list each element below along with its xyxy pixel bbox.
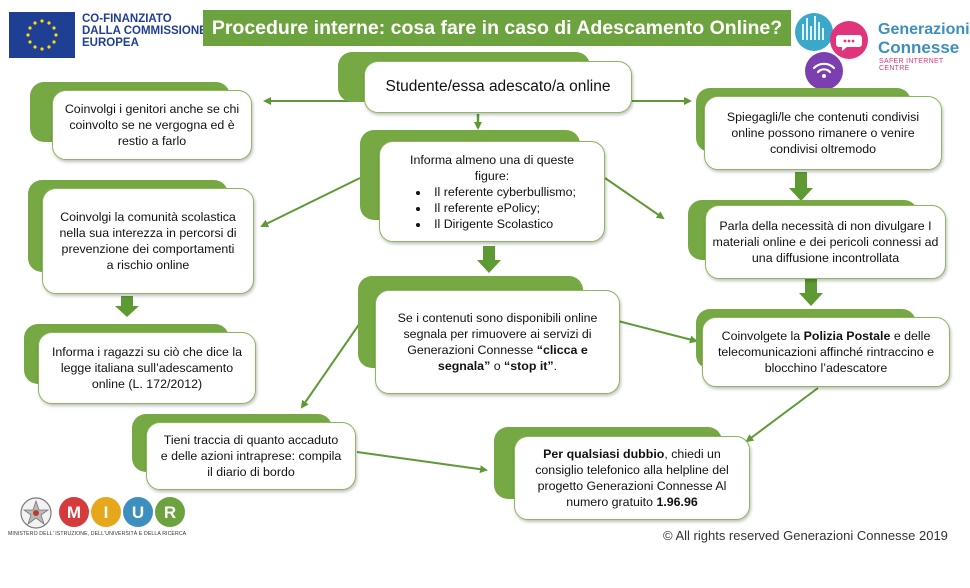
box-explain-sharing-text: Spiegagli/le che contenuti condivisi onl… (704, 96, 942, 170)
block-arrow-community-to-law (115, 296, 139, 317)
box-inform-law: Informa i ragazzi su ciò che dice la leg… (24, 324, 258, 406)
miur-circle-u (123, 497, 153, 527)
miur-logo: M I U R (20, 497, 185, 529)
box-inform-law-text: Informa i ragazzi su ciò che dice la leg… (38, 332, 256, 404)
box-report-content-text: Se i contenuti sono disponibili online s… (375, 290, 620, 394)
box-student-groomed: Studente/essa adescato/a online (338, 52, 638, 114)
eu-line-2: DALLA COMMISSIONE (82, 25, 207, 37)
box-report-content: Se i contenuti sono disponibili online s… (358, 276, 621, 395)
report-text-e: . (553, 359, 558, 373)
generazioni-connesse-logo (795, 13, 868, 90)
inform-intro-text: Informa almeno una di queste figure: (410, 152, 574, 183)
arrow-track-to-helpline (356, 451, 488, 474)
list-item: Il Dirigente Scolastico (430, 216, 576, 232)
miur-letter-r: R (164, 503, 176, 522)
box-involve-community-text: Coinvolgi la comunità scolastica nella s… (42, 188, 254, 294)
miur-caption: MINISTERO DELL' ISTRUZIONE, DELL'UNIVERS… (8, 531, 187, 537)
arrow-to-community (260, 177, 361, 227)
gc-logo-text-3: SAFER INTERNET CENTRE (879, 58, 944, 72)
copyright-notice: © All rights reserved Generazioni Connes… (663, 528, 948, 543)
report-clicca-segnala: “clicca e segnala” (437, 343, 588, 373)
box-involve-parents: Coinvolgi i genitori anche se chi coinvo… (30, 82, 255, 162)
box-track-events-text: Tieni traccia di quanto accaduto e delle… (146, 422, 356, 490)
report-text-c: o (490, 359, 505, 373)
helpline-text-a: Per qualsiasi dubbio (543, 447, 665, 461)
box-involve-community: Coinvolgi la comunità scolastica nella s… (28, 180, 256, 296)
box-helpline: Per qualsiasi dubbio, chiedi un consigli… (494, 427, 752, 521)
arrow-to-talk (604, 177, 665, 220)
republic-emblem-icon (20, 497, 52, 529)
box-helpline-text: Per qualsiasi dubbio, chiedi un consigli… (514, 436, 750, 520)
eu-line-1: CO-FINANZIATO (82, 13, 172, 25)
box-track-events: Tieni traccia di quanto accaduto e delle… (132, 414, 358, 492)
eu-line-3: EUROPEA (82, 37, 139, 49)
police-polizia-postale: Polizia Postale (803, 329, 891, 343)
block-arrows (115, 172, 823, 317)
gc-logo-text-1: Generazioni (878, 21, 970, 38)
arrow-police-to-helpline (745, 387, 819, 443)
block-arrow-inform-to-report (477, 246, 501, 273)
block-arrow-talk-to-police (799, 279, 823, 306)
list-item: Il referente cyberbullismo; (430, 184, 576, 200)
page-title: Procedure interne: cosa fare in caso di … (203, 10, 791, 46)
eu-cofinancing-text: CO-FINANZIATO DALLA COMMISSIONE EUROPEA (82, 13, 207, 49)
helpline-text-b: , chiedi un consiglio telefonico alla he… (535, 447, 729, 509)
box-talk-divulging: Parla della necessità di non divulgare I… (688, 200, 948, 280)
box-inform-figures-content: Informa almeno una di queste figure: Il … (379, 141, 605, 242)
box-student-groomed-text: Studente/essa adescato/a online (364, 61, 632, 113)
report-text-a: Se i contenuti sono disponibili online s… (397, 311, 598, 357)
gc-logo-text-2: Connesse (878, 38, 960, 57)
miur-letter-m: M (67, 503, 81, 522)
miur-letter-u: U (132, 503, 144, 522)
box-explain-sharing: Spiegagli/le che contenuti condivisi onl… (696, 88, 944, 172)
box-inform-figures: Informa almeno una di queste figure: Il … (360, 130, 610, 244)
arrow-to-police (617, 320, 698, 344)
report-stop-it: “stop it” (504, 359, 554, 373)
miur-circle-i (91, 497, 121, 527)
eu-stars-icon (26, 19, 58, 51)
police-text-c: e delle telecomunicazioni affinché rintr… (717, 329, 935, 375)
inform-figures-list: Il referente cyberbullismo; Il referente… (408, 184, 576, 232)
box-talk-divulging-text: Parla della necessità di non divulgare I… (705, 205, 946, 279)
box-postal-police-text: Coinvolgete la Polizia Postale e delle t… (702, 317, 950, 387)
eu-flag-logo (9, 12, 75, 58)
block-arrow-explain-to-talk (789, 172, 813, 201)
miur-circle-m (59, 497, 89, 527)
helpline-number: 1.96.96 (656, 495, 698, 509)
miur-circle-r (155, 497, 185, 527)
box-postal-police: Coinvolgete la Polizia Postale e delle t… (696, 309, 952, 389)
list-item: Il referente ePolicy; (430, 200, 576, 216)
box-involve-parents-text: Coinvolgi i genitori anche se chi coinvo… (52, 90, 252, 160)
connector-lines (260, 97, 819, 474)
police-text-a: Coinvolgete la (721, 329, 804, 343)
miur-letter-i: I (104, 503, 109, 522)
arrow-to-track (300, 322, 361, 409)
